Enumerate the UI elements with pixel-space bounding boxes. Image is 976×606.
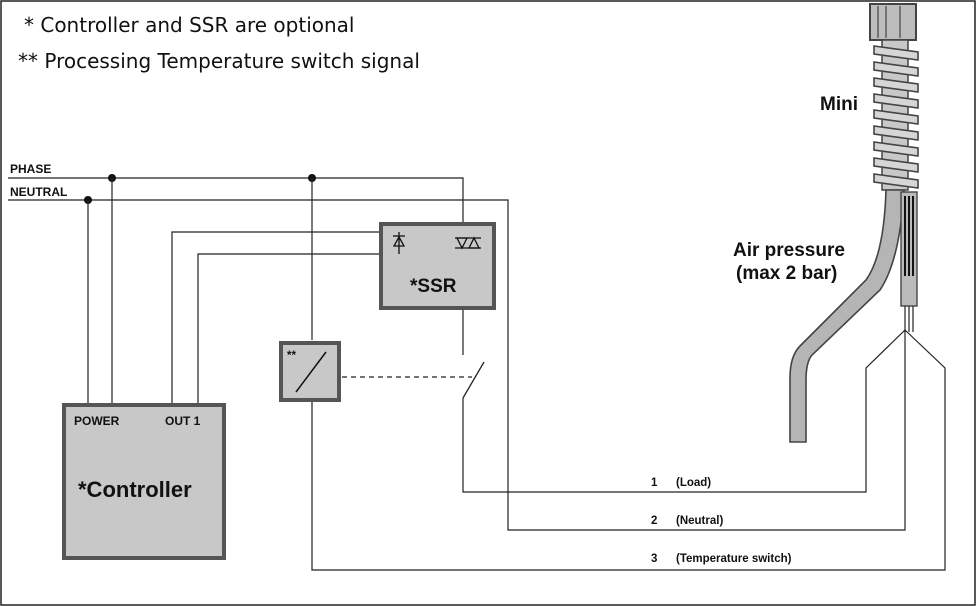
air-pressure-max-label: (max 2 bar) (736, 263, 837, 284)
ssr-diode-icon (392, 232, 406, 254)
air-pressure-label: Air pressure (733, 240, 845, 261)
switch-diagonal-icon (295, 351, 327, 393)
controller-out1-label: OUT 1 (165, 414, 201, 428)
heater-connector-top (869, 3, 917, 41)
controller-power-label: POWER (74, 414, 120, 428)
heater-model-label: Mini (820, 94, 858, 115)
ssr-triac-icon (455, 236, 481, 250)
wire-1-name: (Load) (676, 477, 711, 489)
temperature-switch-body (279, 341, 341, 402)
note-optional: * Controller and SSR are optional (24, 13, 354, 37)
temperature-switch-box: ** (279, 341, 341, 402)
neutral-rail (8, 199, 906, 531)
wire-3-temperature-switch (311, 329, 946, 571)
wire-3-name: (Temperature switch) (676, 553, 792, 565)
controller-box: POWER OUT 1 *Controller (62, 403, 226, 560)
ssr-label: *SSR (410, 276, 457, 297)
wire-1-load (462, 329, 906, 493)
heater-air-tube (789, 189, 905, 443)
switch-contact-icon (462, 361, 485, 399)
mini-heater-illustration (789, 3, 919, 443)
wire-2-number: 2 (651, 515, 657, 527)
phase-label: PHASE (10, 162, 51, 176)
neutral-label: NEUTRAL (10, 185, 67, 199)
note-signal: ** Processing Temperature switch signal (18, 49, 420, 73)
wire-1-number: 1 (651, 477, 658, 489)
temperature-switch-label: ** (287, 350, 296, 362)
wire-2-name: (Neutral) (676, 515, 723, 527)
out1-wire-b (197, 253, 398, 404)
controller-body (62, 403, 226, 560)
ssr-box: *SSR (379, 222, 496, 310)
heater-spring-coils (873, 45, 919, 189)
out1-wire-a (171, 231, 398, 404)
wire-3-number: 3 (651, 553, 657, 565)
heater-cable-wires (904, 196, 914, 276)
controller-label: *Controller (78, 477, 192, 502)
